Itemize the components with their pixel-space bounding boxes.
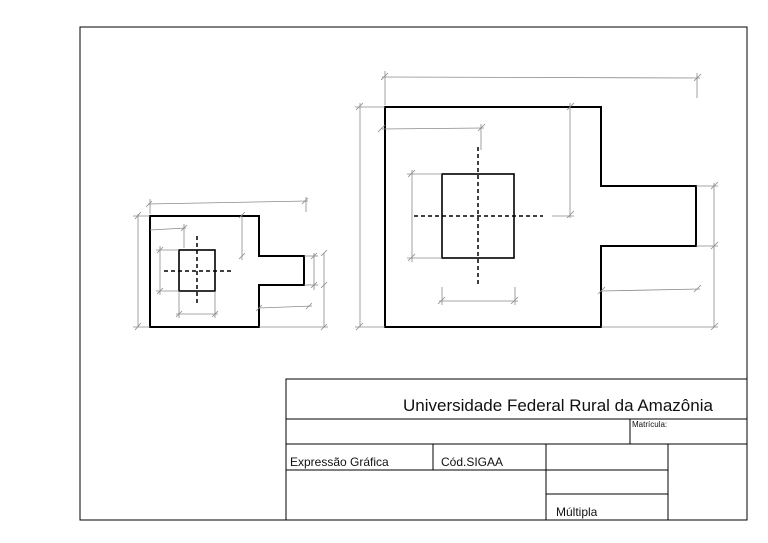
sheet-border <box>79 26 748 521</box>
matricula-label: Matrícula: <box>632 420 667 429</box>
course-name: Expressão Gráfica <box>290 455 389 469</box>
small-view-dimensions <box>133 197 328 331</box>
institution-name: Universidade Federal Rural da Amazônia <box>403 396 713 415</box>
large-view-outline <box>384 106 697 328</box>
small-view <box>133 197 328 331</box>
projection-label: Múltipla <box>556 505 598 519</box>
large-view <box>355 71 719 331</box>
title-block: Universidade Federal Rural da Amazônia M… <box>285 378 748 521</box>
code-label: Cód.SIGAA <box>441 455 503 469</box>
large-view-dimensions <box>355 71 719 331</box>
